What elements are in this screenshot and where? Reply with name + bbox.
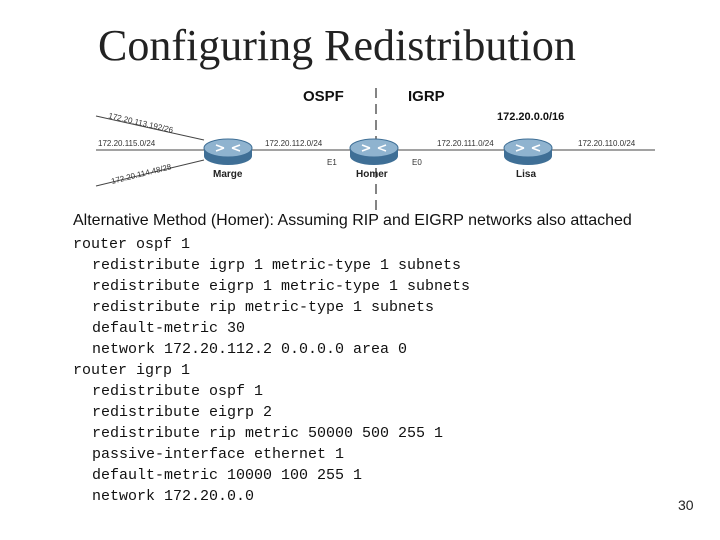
ospf-label: OSPF xyxy=(303,88,344,105)
router-label-homer: Homer xyxy=(356,169,388,180)
config-line: network 172.20.0.0 xyxy=(92,488,255,505)
config-line: router ospf 1 xyxy=(73,236,191,253)
config-line: router igrp 1 xyxy=(73,362,191,379)
router-homer-icon xyxy=(349,138,399,165)
router-label-marge: Marge xyxy=(213,169,243,180)
config-line: default-metric 10000 100 255 1 xyxy=(92,467,363,484)
network-label-marge-left: 172.20.115.0/24 xyxy=(98,139,156,148)
network-topology-diagram: OSPF IGRP 172.20.0.0/16 172.20.113.192/2… xyxy=(95,88,655,210)
config-line: redistribute igrp 1 metric-type 1 subnet… xyxy=(92,257,462,274)
page-number: 30 xyxy=(678,497,694,513)
network-label-marge-bottom: 172.20.114.48/28 xyxy=(110,162,173,186)
config-line: network 172.20.112.2 0.0.0.0 area 0 xyxy=(92,341,408,358)
network-label-lisa-right: 172.20.110.0/24 xyxy=(578,139,636,148)
router-label-lisa: Lisa xyxy=(516,169,536,180)
igrp-label: IGRP xyxy=(408,88,445,105)
config-block: router ospf 1 redistribute igrp 1 metric… xyxy=(73,234,470,507)
major-network-label: 172.20.0.0/16 xyxy=(497,111,564,123)
router-lisa-icon xyxy=(503,138,553,165)
config-line: redistribute rip metric 50000 500 255 1 xyxy=(92,425,444,442)
network-label-marge-top: 172.20.113.192/26 xyxy=(108,111,175,135)
config-line: redistribute rip metric-type 1 subnets xyxy=(92,299,435,316)
config-line: redistribute eigrp 1 metric-type 1 subne… xyxy=(92,278,471,295)
link-marge-top xyxy=(95,115,205,141)
config-line: default-metric 30 xyxy=(92,320,246,337)
config-line: passive-interface ethernet 1 xyxy=(92,446,345,463)
link-marge-bottom xyxy=(95,159,205,187)
interface-label-e0: E0 xyxy=(412,158,422,167)
config-line: redistribute ospf 1 xyxy=(92,383,264,400)
config-line: redistribute eigrp 2 xyxy=(92,404,273,421)
interface-label-e1: E1 xyxy=(327,158,337,167)
network-label-marge-homer: 172.20.112.0/24 xyxy=(265,139,323,148)
router-marge-icon xyxy=(203,138,253,165)
slide-title: Configuring Redistribution xyxy=(98,21,576,70)
subtitle: Alternative Method (Homer): Assuming RIP… xyxy=(73,212,632,229)
network-label-homer-lisa: 172.20.111.0/24 xyxy=(437,139,494,148)
